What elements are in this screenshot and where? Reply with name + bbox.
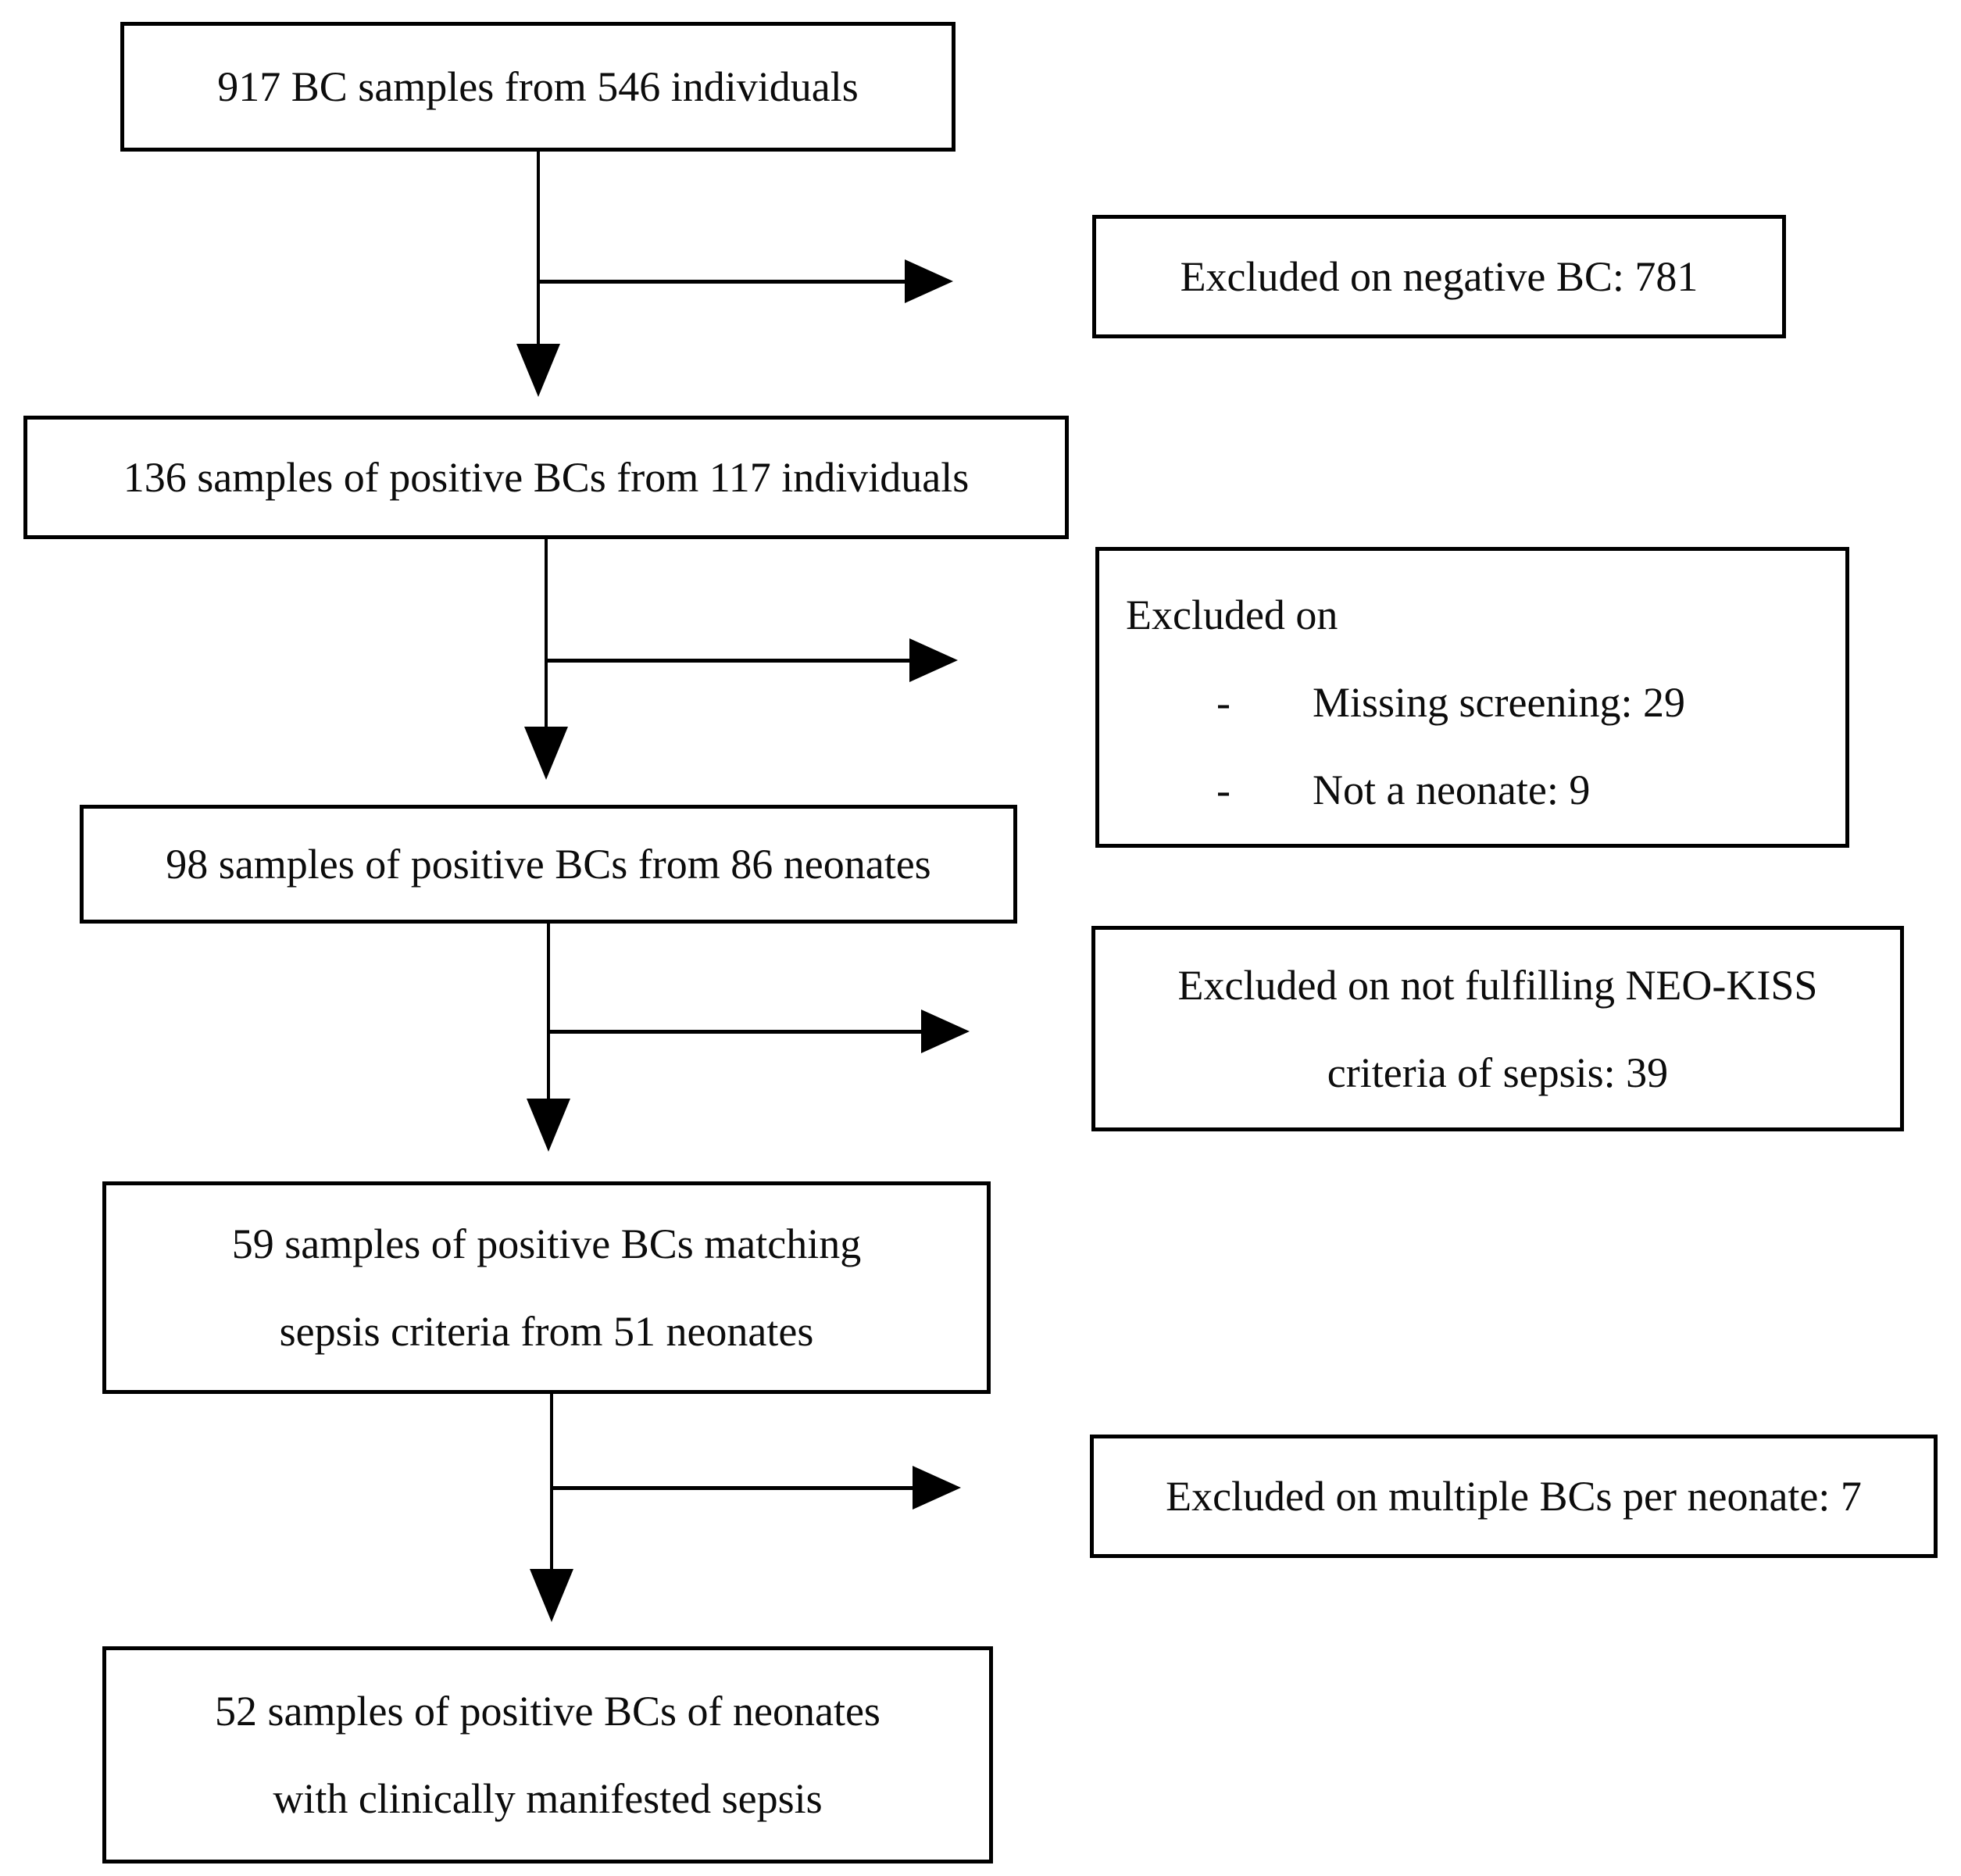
exclusion-bullet-missing-screening: - Missing screening: 29	[1099, 659, 1845, 746]
bullet-dash-icon: -	[1216, 679, 1231, 726]
flow-box-positive-neonates-text: 98 samples of positive BCs from 86 neona…	[166, 841, 931, 888]
exclusion-bullet-not-neonate: - Not a neonate: 9	[1099, 746, 1845, 834]
arrow-right-icon	[913, 1466, 961, 1510]
flow-box-sepsis-criteria-line-2: sepsis criteria from 51 neonates	[279, 1308, 814, 1355]
connector-2-branch-line	[546, 659, 910, 663]
exclusion-box-multiple-bc: Excluded on multiple BCs per neonate: 7	[1090, 1435, 1938, 1558]
exclusion-box-screening-heading: Excluded on	[1126, 591, 1338, 638]
arrow-right-icon	[921, 1009, 970, 1053]
flow-box-positive-neonates: 98 samples of positive BCs from 86 neona…	[80, 805, 1017, 924]
arrow-down-icon	[524, 727, 568, 780]
connector-4-vertical-line	[550, 1394, 553, 1572]
exclusion-box-multiple-bc-text: Excluded on multiple BCs per neonate: 7	[1166, 1473, 1862, 1520]
flow-box-positive-individuals-text: 136 samples of positive BCs from 117 ind…	[123, 454, 970, 501]
flow-box-all-samples: 917 BC samples from 546 individuals	[120, 22, 955, 152]
exclusion-bullet-not-neonate-text: Not a neonate: 9	[1312, 766, 1591, 813]
connector-3-branch-line	[548, 1030, 922, 1034]
flow-box-positive-individuals: 136 samples of positive BCs from 117 ind…	[23, 416, 1069, 539]
bullet-dash-icon: -	[1216, 766, 1231, 813]
exclusion-box-neo-kiss-line-1: Excluded on not fulfilling NEO-KISS	[1177, 961, 1818, 1009]
exclusion-box-negative-bc-text: Excluded on negative BC: 781	[1180, 253, 1698, 300]
flow-box-sepsis-criteria-line-1: 59 samples of positive BCs matching	[231, 1220, 862, 1267]
flow-box-sepsis-criteria: 59 samples of positive BCs matching seps…	[102, 1181, 991, 1394]
exclusion-box-neo-kiss-line-2: criteria of sepsis: 39	[1327, 1049, 1669, 1096]
exclusion-box-negative-bc: Excluded on negative BC: 781	[1092, 215, 1786, 338]
exclusion-box-screening: Excluded on - Missing screening: 29 - No…	[1095, 547, 1849, 848]
connector-3-vertical-line	[547, 924, 550, 1102]
arrow-down-icon	[516, 344, 560, 397]
arrow-down-icon	[530, 1569, 573, 1622]
flow-box-all-samples-text: 917 BC samples from 546 individuals	[217, 63, 859, 110]
arrow-right-icon	[909, 638, 958, 682]
connector-1-branch-line	[538, 280, 905, 284]
connector-1-vertical-line	[537, 152, 540, 347]
flow-box-final-sample-line-2: with clinically manifested sepsis	[273, 1775, 823, 1822]
arrow-right-icon	[905, 259, 953, 303]
arrow-down-icon	[527, 1099, 570, 1152]
exclusion-box-neo-kiss: Excluded on not fulfilling NEO-KISS crit…	[1091, 926, 1904, 1131]
connector-2-vertical-line	[545, 539, 548, 730]
flow-box-final-sample: 52 samples of positive BCs of neonates w…	[102, 1646, 993, 1863]
flow-box-final-sample-line-1: 52 samples of positive BCs of neonates	[215, 1688, 880, 1735]
exclusion-bullet-missing-screening-text: Missing screening: 29	[1312, 679, 1685, 726]
connector-4-branch-line	[552, 1486, 913, 1490]
